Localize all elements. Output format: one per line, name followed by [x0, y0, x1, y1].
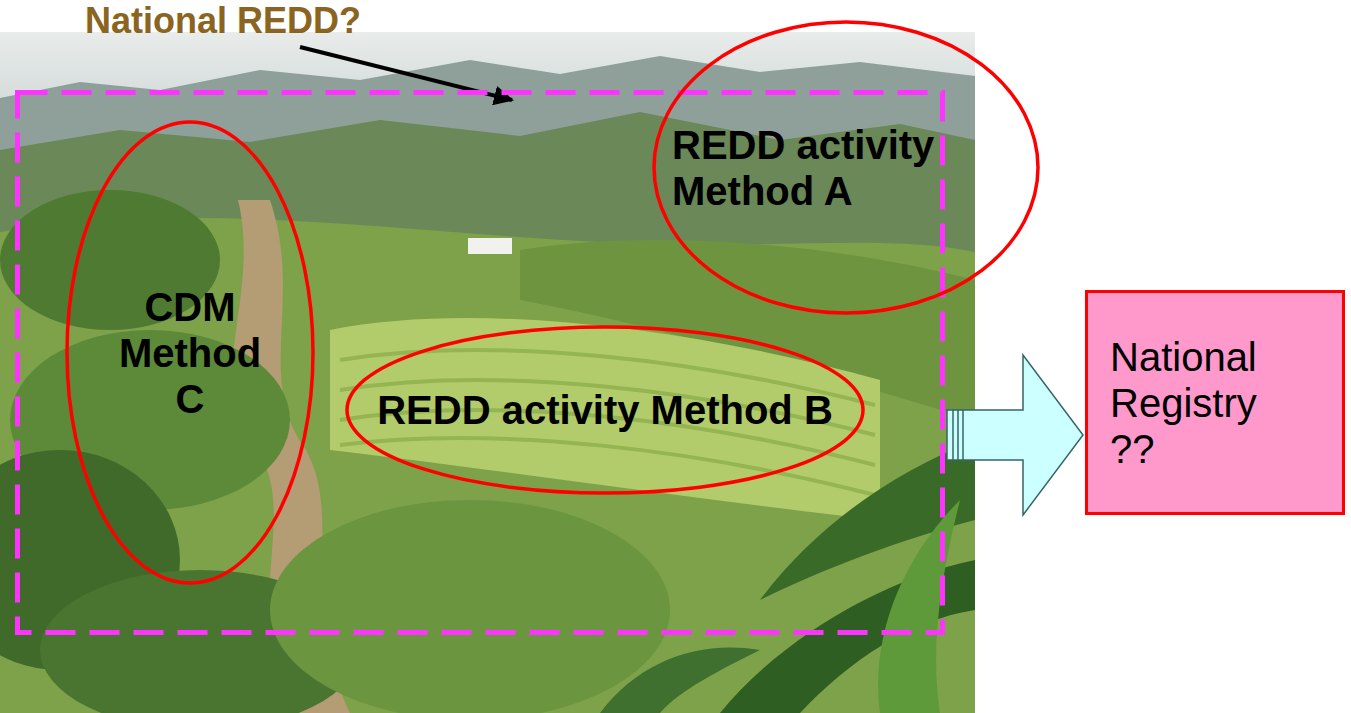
- banana-leaf: [878, 500, 960, 713]
- national-region: National REDD?REDD activity Method ACDM …: [15, 90, 945, 635]
- field-terraces: [340, 350, 875, 495]
- banana-leaf: [600, 648, 760, 713]
- ellipse-outline: [652, 20, 1040, 315]
- block-arrow: [947, 355, 1083, 515]
- arrow-tail-stripe: [952, 410, 954, 460]
- region-heading: National REDD?: [85, 0, 361, 41]
- node-label: REDD activity Method A: [672, 122, 972, 214]
- activity-ellipse: REDD activity Method A: [652, 20, 1040, 315]
- registry-box: National Registry ??: [1085, 290, 1345, 515]
- arrow-tail-stripe: [957, 410, 959, 460]
- ellipse-outline: [654, 22, 1038, 313]
- activity-ellipse: REDD activity Method B: [345, 325, 865, 495]
- activity-ellipse: CDM Method C: [65, 120, 315, 585]
- terraced-field: [330, 318, 880, 520]
- bush: [270, 500, 670, 713]
- node-label: REDD activity Method B: [377, 387, 833, 433]
- node-label: National Registry ??: [1110, 334, 1290, 472]
- arrow-tail-stripe: [962, 410, 964, 460]
- house: [468, 238, 512, 254]
- ellipse-outline: [347, 327, 863, 493]
- node-label: CDM Method C: [110, 284, 270, 422]
- ellipse-outline: [67, 122, 313, 583]
